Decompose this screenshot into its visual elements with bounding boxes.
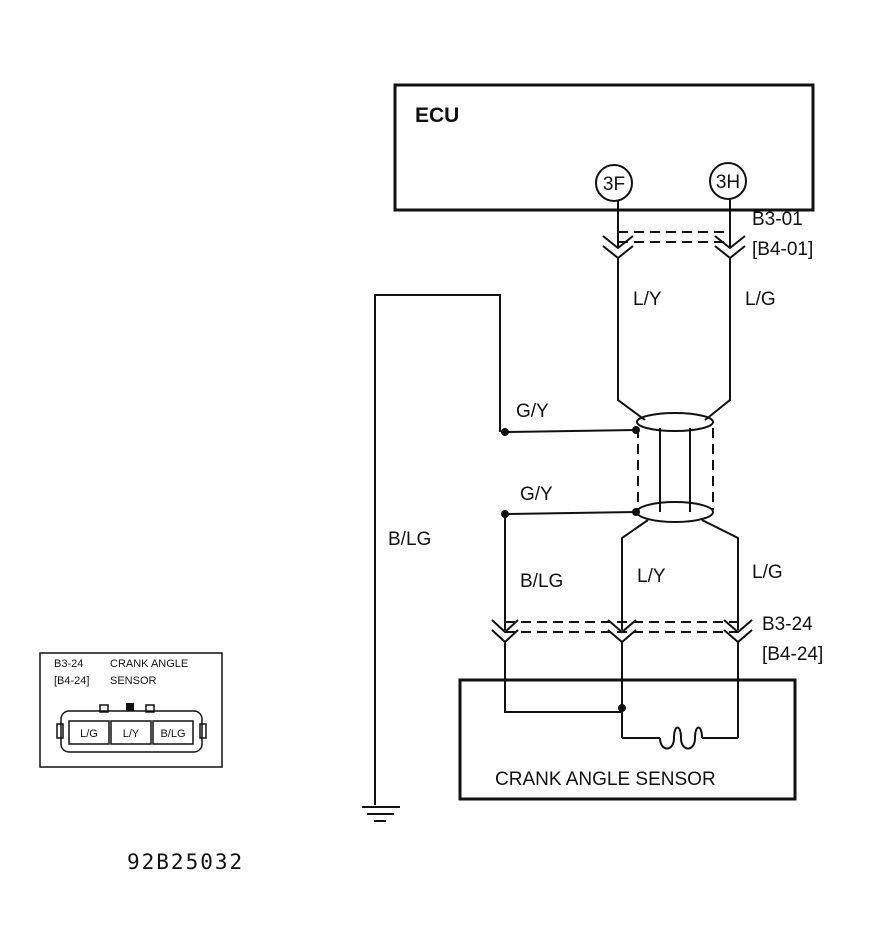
wire-label-ly-upper: L/Y xyxy=(633,289,662,310)
figure-code: 92B25032 xyxy=(127,850,244,874)
pickup-coil-icon xyxy=(659,726,703,750)
inset-code: B3-24 xyxy=(54,658,83,670)
wire-blg-internal xyxy=(504,642,622,713)
inset-pin-2: L/Y xyxy=(123,728,140,740)
inset-title-line1: CRANK ANGLE xyxy=(110,658,188,670)
wire-ly-upper xyxy=(617,258,646,421)
junction-dot xyxy=(632,508,640,516)
ground-icon xyxy=(362,806,400,822)
wire-ly-lower xyxy=(621,519,649,630)
connector-bottom-code-alt: [B4-24] xyxy=(762,644,823,665)
wire-label-blg-left: B/LG xyxy=(388,529,431,550)
crank-angle-sensor-label: CRANK ANGLE SENSOR xyxy=(495,769,716,790)
connector-top-code: B3-01 xyxy=(752,209,803,230)
wire-label-ly-lower: L/Y xyxy=(637,566,666,587)
wire-label-gy-lower: G/Y xyxy=(520,484,553,505)
wire-blg-ground xyxy=(374,294,501,805)
terminal-3f-circle xyxy=(595,164,633,202)
crank-angle-sensor-box xyxy=(458,678,797,801)
connector-top-code-alt: [B4-01] xyxy=(752,239,813,260)
terminal-3f-label: 3F xyxy=(603,174,625,195)
terminal-3h-circle xyxy=(709,162,747,200)
inset-pin-3: B/LG xyxy=(160,728,185,740)
wire-lg-lower xyxy=(701,519,739,630)
ecu-label: ECU xyxy=(415,104,459,127)
shielded-cable xyxy=(636,412,714,523)
wire-label-lg-lower: L/G xyxy=(752,562,783,583)
connector-face-view: B3-24 [B4-24] CRANK ANGLE SENSOR L/G L/Y… xyxy=(39,652,223,768)
wire-gy-lower xyxy=(504,511,637,515)
wire-label-blg-lower: B/LG xyxy=(520,571,563,592)
wire-label-lg-upper: L/G xyxy=(745,289,776,310)
wire-lg-upper xyxy=(704,258,731,421)
junction-dot xyxy=(632,426,640,434)
wire-gy-upper xyxy=(504,429,637,433)
terminal-3h-label: 3H xyxy=(716,172,740,193)
junction-dot xyxy=(618,704,626,712)
inset-pin-1: L/G xyxy=(80,728,98,740)
inset-title-line2: SENSOR xyxy=(110,675,157,687)
junction-dot xyxy=(501,428,509,436)
connector-bottom-code: B3-24 xyxy=(762,614,813,635)
inset-code-alt: [B4-24] xyxy=(54,675,89,687)
wire-label-gy-upper: G/Y xyxy=(516,401,549,422)
